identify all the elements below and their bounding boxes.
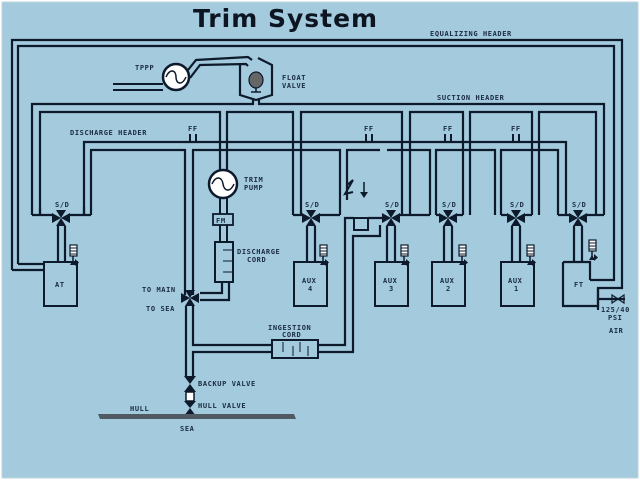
tppp-label: TPPP (135, 64, 154, 72)
tank-label-aux3-1: AUX (383, 277, 398, 285)
air-label-1: 125/40 (601, 306, 630, 314)
tank-ft (558, 210, 625, 308)
backup-valve[interactable] (184, 376, 196, 392)
valve-body (185, 391, 195, 402)
ff-label-1: FF (188, 125, 198, 133)
tank-label-aux1-2: 1 (514, 285, 519, 293)
trim-pump-label-2: PUMP (244, 184, 263, 192)
tppp-pump (113, 55, 253, 92)
sea-line-pipe (184, 216, 382, 376)
flow-meter-label: FM (216, 217, 226, 225)
air-label-2: PSI (608, 314, 622, 322)
tank-label-aux1-1: AUX (508, 277, 523, 285)
diagram-title: Trim System (193, 4, 378, 33)
bypass-loop (353, 217, 369, 231)
sd-label-aux3: S/D (385, 201, 399, 209)
discharge-cord (200, 241, 234, 302)
ff-label-2: FF (364, 125, 374, 133)
float-valve (238, 57, 274, 102)
hull-label: HULL (130, 405, 149, 413)
tank-aux4 (293, 210, 340, 307)
ff-label-3: FF (443, 125, 453, 133)
sd-label-ft: S/D (572, 201, 586, 209)
tank-label-ft: FT (574, 281, 584, 289)
suction-header-label: SUCTION HEADER (437, 94, 505, 102)
to-sea-label: TO SEA (146, 305, 175, 313)
check-valve (342, 179, 354, 196)
equalizing-header-label: EQUALIZING HEADER (430, 30, 512, 38)
ff-label-4: FF (511, 125, 521, 133)
discharge-cord-label-2: CORD (247, 256, 266, 264)
tank-label-aux4-2: 4 (308, 285, 313, 293)
tank-label-aux4-1: AUX (302, 277, 317, 285)
air-label-3: AIR (609, 327, 624, 335)
tank-label-at: AT (55, 281, 65, 289)
ingestion-cord-label-2: CORD (282, 331, 301, 339)
tank-at (12, 207, 91, 307)
tank-label-aux3-2: 3 (389, 285, 394, 293)
tank-aux1 (500, 210, 537, 307)
float-valve-label-2: VALVE (282, 82, 306, 90)
backup-valve-label: BACKUP VALVE (198, 380, 256, 388)
sd-label-at: S/D (55, 201, 69, 209)
tank-label-aux2-1: AUX (440, 277, 455, 285)
flow-meter (212, 213, 234, 226)
tank-aux3 (368, 210, 430, 307)
sd-label-aux1: S/D (510, 201, 524, 209)
sea-label: SEA (180, 425, 195, 433)
discharge-cord-label-1: DISCHARGE (237, 248, 280, 256)
ingestion-cord (271, 339, 319, 359)
suction-header-pipe (30, 100, 606, 215)
tank-aux2 (431, 210, 469, 307)
hull-valve-label: HULL VALVE (198, 402, 246, 410)
ff-markers (189, 134, 520, 142)
ingestion-cord-label-1: INGESTION (268, 324, 311, 332)
flow-arrow-icon (360, 182, 368, 198)
float-valve-label-1: FLOAT (282, 74, 306, 82)
hull-line (98, 414, 296, 419)
to-main-label: TO MAIN (142, 286, 176, 294)
trim-pump (207, 168, 239, 214)
discharge-header-pipe (82, 140, 568, 295)
trim-pump-label-1: TRIM (244, 176, 263, 184)
tank-label-aux2-2: 2 (446, 285, 451, 293)
sd-label-aux2: S/D (442, 201, 456, 209)
sd-label-aux4: S/D (305, 201, 319, 209)
discharge-header-label: DISCHARGE HEADER (70, 129, 147, 137)
